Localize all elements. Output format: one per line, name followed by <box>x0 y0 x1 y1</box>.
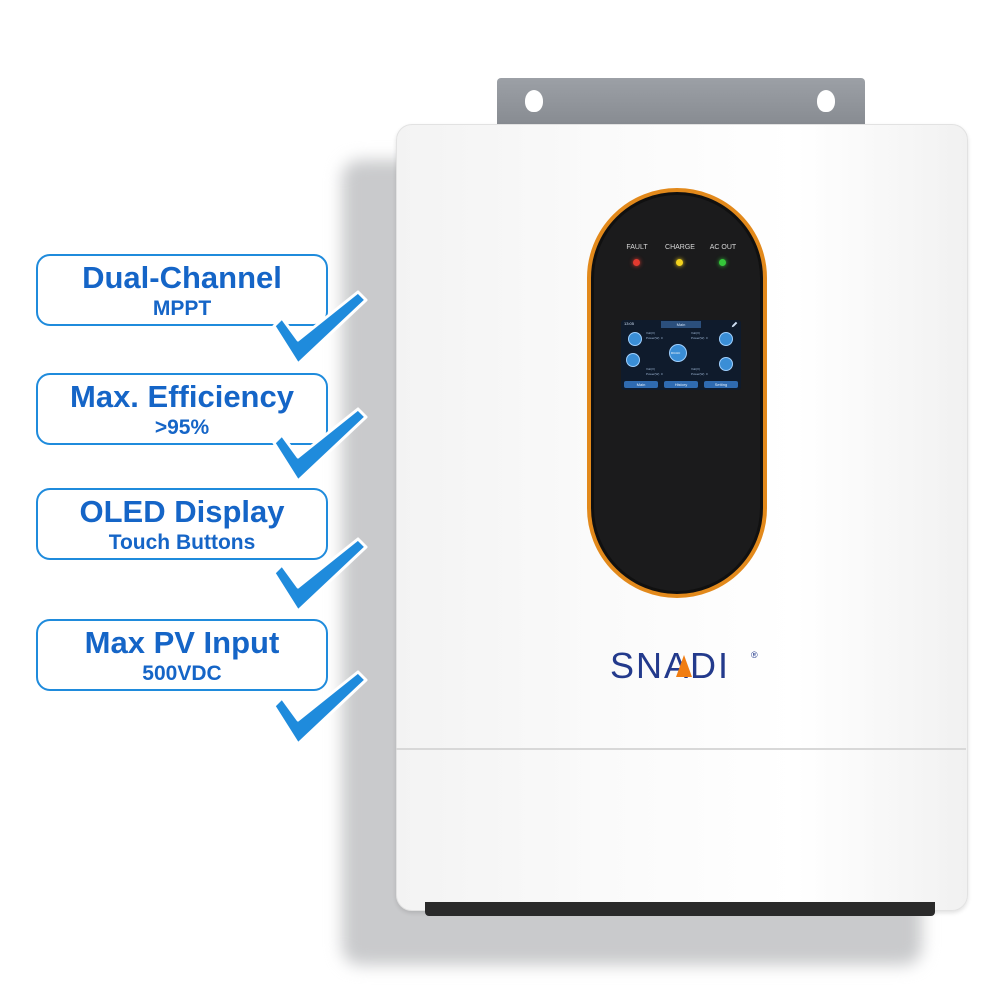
checkmark-icon <box>272 407 368 483</box>
readout-power: Power(W) <box>646 336 660 340</box>
feature-subtitle: >95% <box>154 416 210 439</box>
feature-subtitle: MPPT <box>152 297 212 320</box>
readout-power: Power(W) <box>691 372 705 376</box>
battery-node-icon <box>626 353 640 367</box>
feature-callout-efficiency: Max. Efficiency >95% <box>36 373 328 445</box>
pv-node-icon <box>628 332 642 346</box>
readout-volt: Volt(V) <box>691 367 701 371</box>
readout-value: 0 <box>661 336 663 340</box>
snadi-logo: SNADI ® <box>610 645 758 686</box>
feature-subtitle: 500VDC <box>142 662 222 685</box>
case-seam <box>396 748 966 750</box>
inverter-node-icon <box>669 344 687 362</box>
registered-mark: ® <box>751 650 758 660</box>
display-panel <box>587 188 767 598</box>
checkmark-icon <box>272 290 368 366</box>
readout-value: 0 <box>661 372 663 376</box>
feature-subtitle: Touch Buttons <box>108 531 256 554</box>
ac-out-led <box>719 259 726 266</box>
readout-power: Power(W) <box>646 372 660 376</box>
readout-value: 0 <box>706 372 708 376</box>
checkmark-icon <box>272 537 368 613</box>
load-node-icon <box>719 357 733 371</box>
mount-hole <box>817 90 835 112</box>
readout-volt: Volt(V) <box>646 331 656 335</box>
readout-value: 0 <box>706 336 708 340</box>
mount-hole <box>525 90 543 112</box>
screen-button-history[interactable]: History <box>664 381 698 388</box>
fault-led <box>633 259 640 266</box>
screen-time: 13:05 <box>624 321 635 326</box>
center-label: DC/AC <box>671 351 681 355</box>
pencil-icon[interactable] <box>731 321 738 328</box>
brand-name: SNADI <box>610 645 730 686</box>
readout-volt: Volt(V) <box>691 331 701 335</box>
indicator-label-ac-out: AC OUT <box>709 244 737 251</box>
logo-accent <box>676 655 692 677</box>
screen-title: Main <box>661 321 701 328</box>
screen-button-main[interactable]: Main <box>624 381 658 388</box>
readout-power: Power(W) <box>691 336 705 340</box>
screen-button-setting[interactable]: Setting <box>704 381 738 388</box>
indicator-label-fault: FAULT <box>626 244 648 251</box>
feature-callout-pv-input: Max PV Input 500VDC <box>36 619 328 691</box>
indicator-label-charge: CHARGE <box>665 244 695 251</box>
connector-plate <box>425 902 935 916</box>
touch-screen[interactable]: 13:05 Main DC/AC Volt(V) Power(W) 0 Volt… <box>621 320 741 390</box>
feature-title: Dual-Channel <box>82 260 282 295</box>
readout-volt: Volt(V) <box>646 367 656 371</box>
feature-title: Max. Efficiency <box>70 379 294 414</box>
feature-callout-mppt: Dual-Channel MPPT <box>36 254 328 326</box>
feature-title: Max PV Input <box>84 625 280 660</box>
grid-node-icon <box>719 332 733 346</box>
checkmark-icon <box>272 670 368 746</box>
feature-callout-display: OLED Display Touch Buttons <box>36 488 328 560</box>
feature-title: OLED Display <box>79 494 285 529</box>
charge-led <box>676 259 683 266</box>
